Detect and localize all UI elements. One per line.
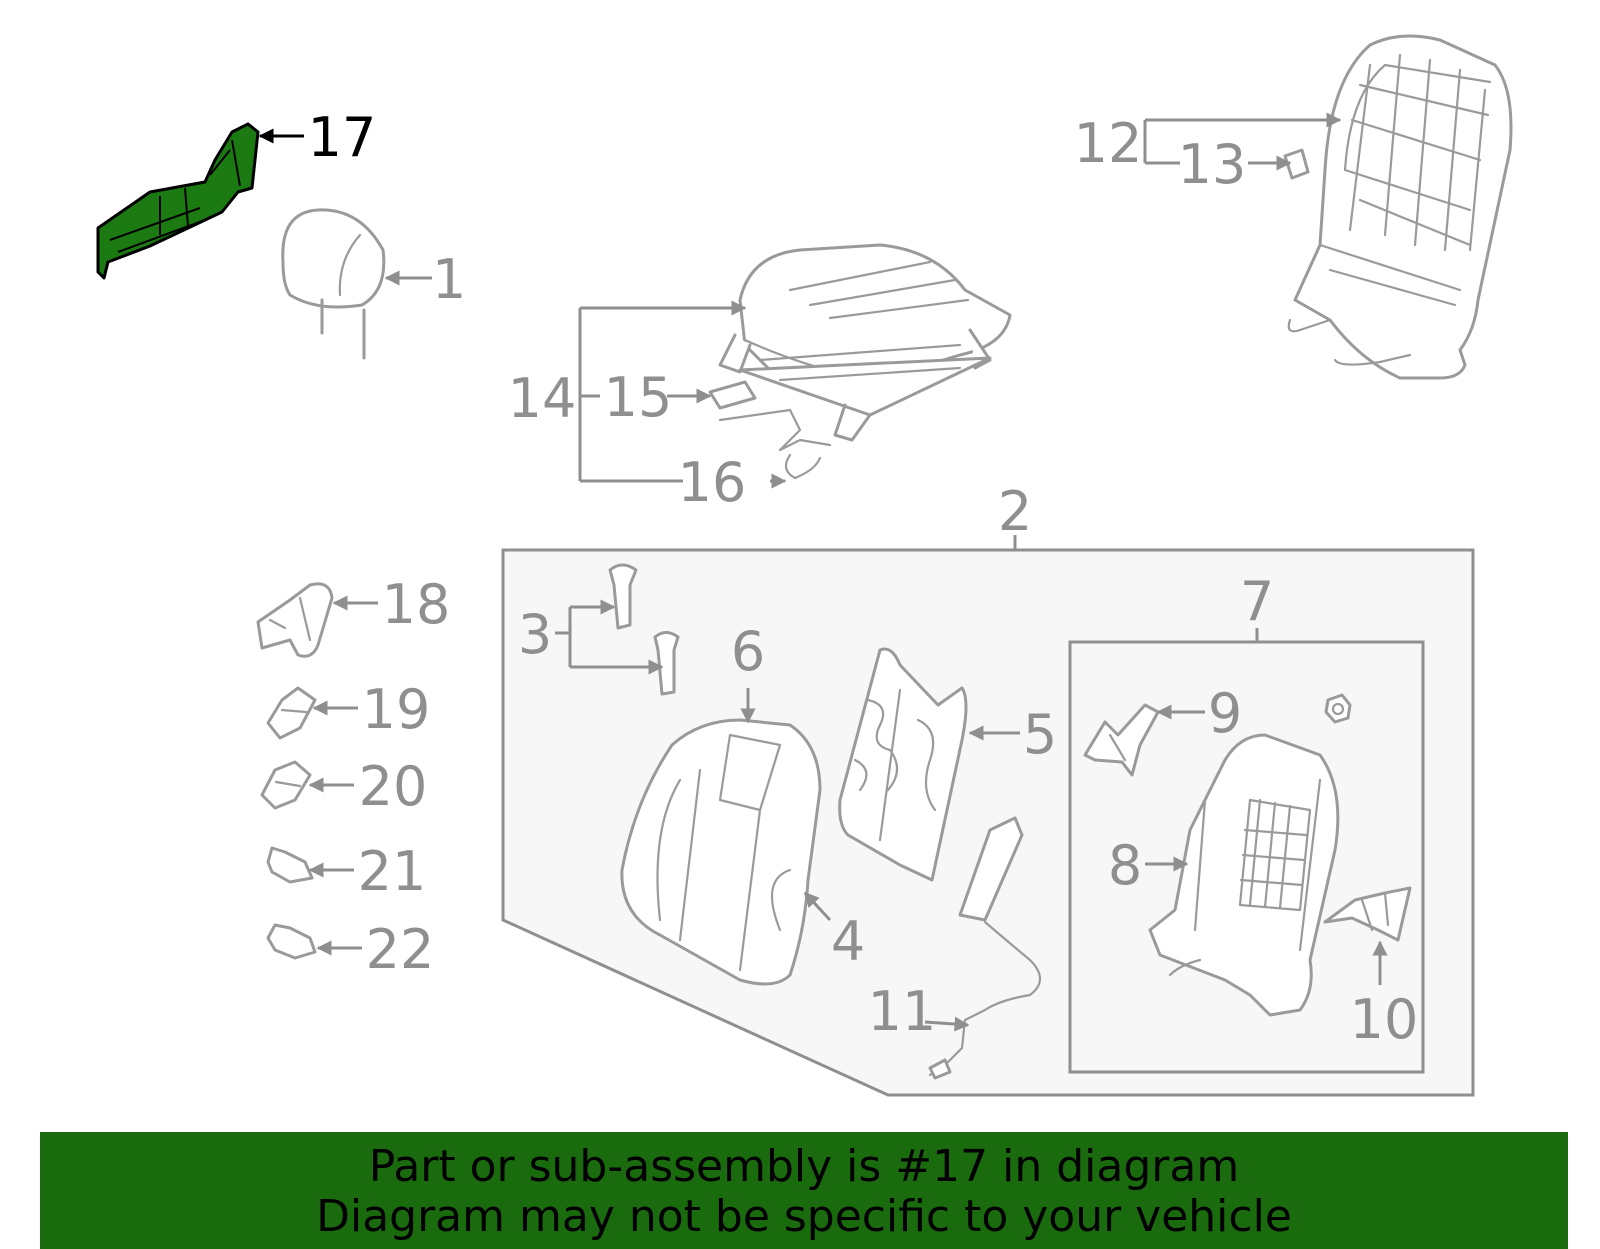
callout-15: 15 (604, 366, 673, 429)
part-3-pins (608, 563, 680, 696)
callout-2: 2 (998, 480, 1032, 543)
part-22-clip (266, 923, 317, 960)
part-21-clip (266, 846, 314, 884)
callout-11: 11 (868, 980, 937, 1043)
callout-16: 16 (678, 451, 747, 514)
callout-6: 6 (731, 620, 765, 683)
part-1-headrest (281, 208, 386, 360)
part-14-seat-cushion (718, 243, 1012, 442)
part-12-back-frame (1287, 34, 1513, 380)
callout-17: 17 (308, 106, 377, 169)
callout-12: 12 (1074, 112, 1143, 175)
banner-line-2: Diagram may not be specific to your vehi… (316, 1191, 1292, 1242)
callout-8: 8 (1108, 834, 1142, 897)
callout-19: 19 (362, 678, 431, 741)
callout-10: 10 (1350, 988, 1419, 1051)
callout-18: 18 (382, 573, 451, 636)
info-banner: Part or sub-assembly is #17 in diagram D… (40, 1132, 1568, 1249)
part-19-bracket (266, 686, 317, 740)
callout-5: 5 (1023, 703, 1057, 766)
part-18-cover (256, 582, 334, 658)
part-9-bracket (1083, 703, 1160, 777)
part-15-module (708, 380, 757, 410)
callout-21: 21 (358, 840, 427, 903)
callout-14: 14 (508, 367, 577, 430)
part-10-bracket (1323, 886, 1412, 942)
part-17-side-cover (96, 122, 260, 280)
part-8-back-frame (1148, 733, 1340, 1017)
callout-9: 9 (1208, 682, 1242, 745)
callout-3: 3 (518, 603, 552, 666)
nut (1324, 693, 1352, 724)
callout-20: 20 (359, 755, 428, 818)
banner-line-1: Part or sub-assembly is #17 in diagram (368, 1141, 1240, 1192)
callout-4: 4 (831, 910, 865, 973)
part-5-pad (838, 647, 968, 882)
part-11-airbag-harness (928, 816, 1042, 1080)
part-20-bracket (260, 760, 312, 810)
part-16-harness (718, 408, 832, 480)
callout-1: 1 (432, 248, 466, 311)
parts-diagram: 1 2 3 4 5 6 7 8 9 10 11 12 13 14 15 16 1… (96, 34, 1513, 1097)
callout-7: 7 (1240, 570, 1274, 633)
callout-13: 13 (1178, 133, 1247, 196)
part-4-back-cover (620, 718, 822, 986)
callout-22: 22 (366, 918, 435, 981)
